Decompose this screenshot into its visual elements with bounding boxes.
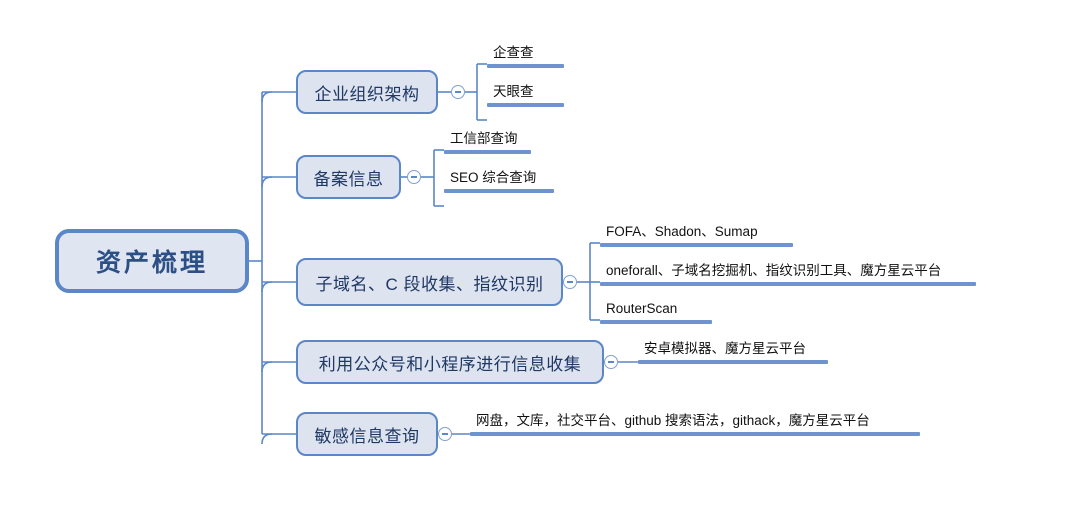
branch-node-label: 利用公众号和小程序进行信息收集 [318, 354, 582, 374]
collapse-minus-icon[interactable] [407, 170, 421, 184]
leaf-label: RouterScan [606, 301, 678, 316]
branch-node-icp-record[interactable]: 备案信息 [296, 155, 401, 199]
collapse-minus-icon[interactable] [563, 275, 577, 289]
root-node[interactable]: 资产梳理 [55, 229, 249, 293]
branch-node-wechat-official-miniprogram[interactable]: 利用公众号和小程序进行信息收集 [296, 340, 604, 384]
branch-node-label: 敏感信息查询 [314, 426, 420, 446]
collapse-minus-icon[interactable] [438, 427, 452, 441]
branch-node-label: 子域名、C 段收集、指纹识别 [315, 274, 544, 294]
leaf-underline [487, 64, 564, 68]
leaf-underline [444, 189, 554, 193]
branch-node-subdomain-cseg-fingerprint[interactable]: 子域名、C 段收集、指纹识别 [296, 258, 563, 306]
leaf-item[interactable]: SEO 综合查询 [444, 169, 554, 193]
leaf-label: oneforall、子域名挖掘机、指纹识别工具、魔方星云平台 [606, 263, 942, 278]
leaf-item[interactable]: oneforall、子域名挖掘机、指纹识别工具、魔方星云平台 [600, 262, 976, 286]
leaf-underline [444, 150, 531, 154]
collapse-minus-icon[interactable] [451, 85, 465, 99]
leaf-label: 企查查 [493, 45, 534, 60]
branch-node-enterprise-structure[interactable]: 企业组织架构 [296, 70, 438, 114]
leaf-underline [600, 320, 712, 324]
leaf-label: 工信部查询 [450, 131, 518, 146]
branch-node-sensitive-info-search[interactable]: 敏感信息查询 [296, 412, 438, 456]
leaf-label: FOFA、Shadon、Sumap [606, 224, 758, 239]
root-node-label: 资产梳理 [95, 249, 208, 277]
branch-node-label: 备案信息 [313, 169, 384, 189]
leaf-label: 网盘，文库，社交平台、github 搜索语法，githack，魔方星云平台 [476, 413, 870, 428]
branch-node-label: 企业组织架构 [314, 84, 420, 104]
leaf-underline [600, 282, 976, 286]
leaf-item[interactable]: 工信部查询 [444, 130, 531, 154]
leaf-item[interactable]: 网盘，文库，社交平台、github 搜索语法，githack，魔方星云平台 [470, 412, 920, 436]
leaf-underline [470, 432, 920, 436]
leaf-item[interactable]: 安卓模拟器、魔方星云平台 [638, 340, 828, 364]
leaf-label: 天眼查 [493, 84, 534, 99]
leaf-underline [638, 360, 828, 364]
leaf-item[interactable]: 天眼查 [487, 83, 564, 107]
leaf-underline [600, 243, 793, 247]
leaf-item[interactable]: FOFA、Shadon、Sumap [600, 223, 793, 247]
leaf-label: SEO 综合查询 [450, 170, 537, 185]
leaf-label: 安卓模拟器、魔方星云平台 [644, 341, 806, 356]
collapse-minus-icon[interactable] [604, 355, 618, 369]
leaf-item[interactable]: 企查查 [487, 44, 564, 68]
leaf-item[interactable]: RouterScan [600, 300, 712, 324]
leaf-underline [487, 103, 564, 107]
